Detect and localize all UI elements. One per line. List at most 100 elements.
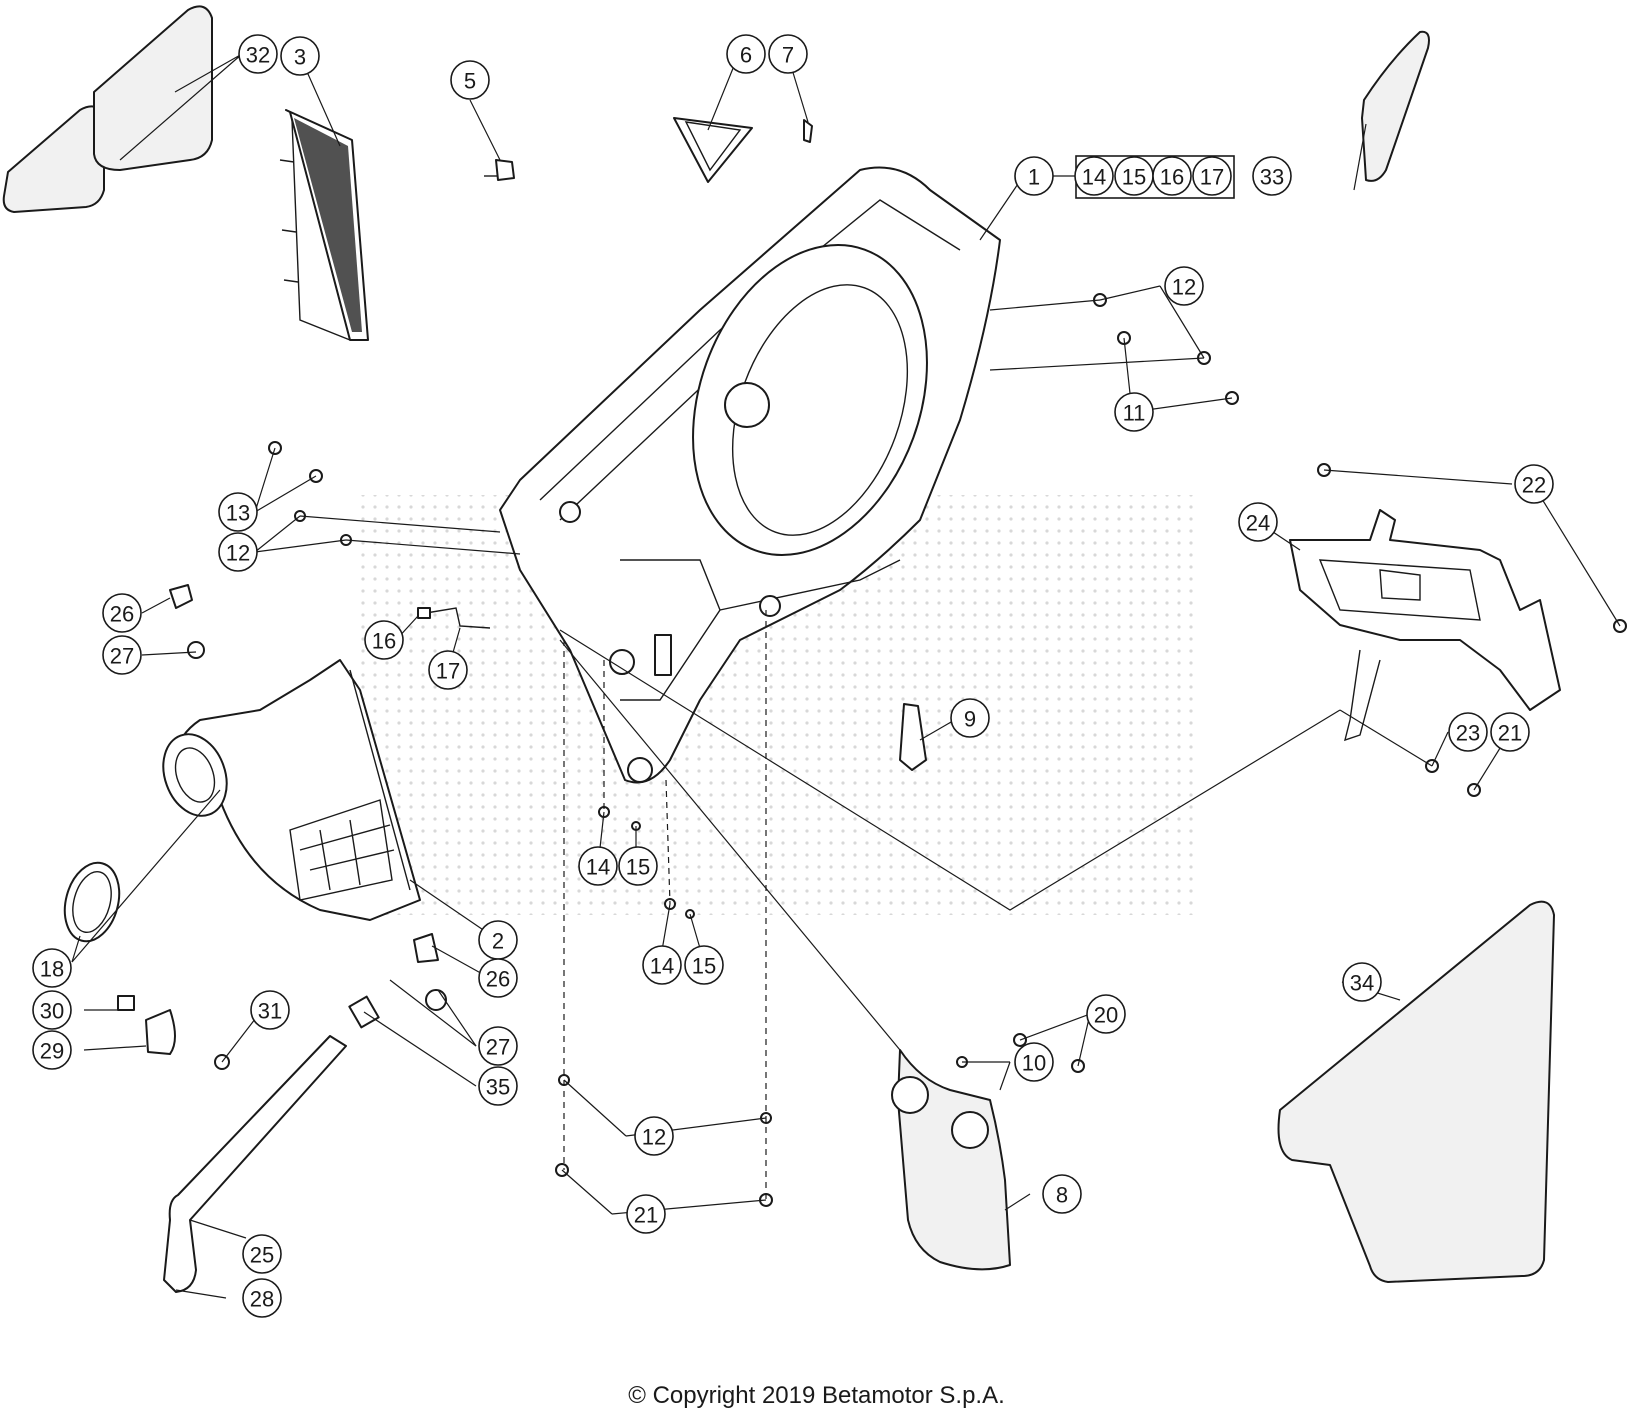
screw-part-7: [803, 119, 813, 143]
callout-label: 30: [40, 999, 64, 1024]
callout-label: 21: [1498, 721, 1522, 746]
callout-circle: [242, 1234, 282, 1274]
callout-label: 18: [40, 957, 64, 982]
callout-label: 5: [464, 69, 476, 94]
callout-1: 1: [1014, 156, 1054, 196]
callout-label: 27: [486, 1035, 510, 1060]
callout-17: 17: [1192, 156, 1232, 196]
callout-label: 26: [110, 602, 134, 627]
callout-9: 9: [950, 698, 990, 738]
callout-label: 14: [1082, 165, 1106, 190]
callout-21: 21: [626, 1194, 666, 1234]
callout-12: 12: [218, 532, 258, 572]
callout-label: 16: [372, 629, 396, 654]
callout-circle: [478, 1026, 518, 1066]
callout-11: 11: [1114, 392, 1154, 432]
callout-3: 3: [280, 36, 320, 76]
callout-label: 24: [1246, 511, 1270, 536]
callout-14: 14: [578, 846, 618, 886]
callout-label: 27: [110, 644, 134, 669]
callout-circle: [1152, 156, 1192, 196]
callout-27: 27: [478, 1026, 518, 1066]
callout-circle: [1086, 994, 1126, 1034]
intake-duct-part-2: [162, 659, 421, 921]
callout-circle: [1238, 502, 1278, 542]
callout-5: 5: [450, 60, 490, 100]
callout-circle: [32, 1030, 72, 1070]
callout-label: 12: [226, 541, 250, 566]
callout-28: 28: [242, 1278, 282, 1318]
callout-circle: [634, 1116, 674, 1156]
callout-label: 15: [1122, 165, 1146, 190]
callout-label: 35: [486, 1075, 510, 1100]
callout-24: 24: [1238, 502, 1278, 542]
callout-label: 10: [1022, 1051, 1046, 1076]
callout-circle: [1114, 392, 1154, 432]
callout-21: 21: [1490, 712, 1530, 752]
callout-2: 2: [478, 920, 518, 960]
callout-label: 21: [634, 1203, 658, 1228]
rear-bracket-part-24: [1289, 509, 1561, 742]
side-panel-part-34: [1277, 900, 1555, 1283]
copyright-notice: © Copyright 2019 Betamotor S.p.A.: [628, 1382, 1005, 1409]
callout-circle: [1074, 156, 1114, 196]
side-decal-part-32: [2, 5, 213, 213]
callout-29: 29: [32, 1030, 72, 1070]
callout-circle: [726, 34, 766, 74]
callout-circle: [626, 1194, 666, 1234]
callout-circle: [950, 698, 990, 738]
callout-circle: [1342, 962, 1382, 1002]
callout-label: 9: [964, 707, 976, 732]
callout-circle: [1448, 712, 1488, 752]
callout-label: 34: [1350, 971, 1374, 996]
airbox-body-part-1: [499, 166, 1001, 784]
callout-20: 20: [1086, 994, 1126, 1034]
callout-circle: [102, 635, 142, 675]
callout-22: 22: [1514, 464, 1554, 504]
callout-label: 14: [650, 954, 674, 979]
callout-12: 12: [1164, 266, 1204, 306]
callout-circle: [238, 34, 278, 74]
callout-label: 17: [1200, 165, 1224, 190]
callout-label: 16: [1160, 165, 1184, 190]
callout-label: 3: [294, 45, 306, 70]
callout-13: 13: [218, 492, 258, 532]
callout-34: 34: [1342, 962, 1382, 1002]
side-panel-part-33: [1361, 30, 1430, 182]
fitting-part-26-upper: [169, 584, 205, 659]
callout-14: 14: [1074, 156, 1114, 196]
callout-15: 15: [618, 846, 658, 886]
callout-label: 15: [692, 954, 716, 979]
callout-32: 32: [238, 34, 278, 74]
tag-part-9: [899, 703, 927, 771]
callout-12: 12: [634, 1116, 674, 1156]
callout-18: 18: [32, 948, 72, 988]
callout-6: 6: [726, 34, 766, 74]
callout-label: 14: [586, 855, 610, 880]
callout-7: 7: [768, 34, 808, 74]
callout-label: 2: [492, 929, 504, 954]
callout-circle: [768, 34, 808, 74]
callout-circle: [428, 650, 468, 690]
callout-label: 22: [1522, 473, 1546, 498]
bracket-part-17: [417, 607, 491, 629]
callout-circle: [32, 990, 72, 1030]
callout-10: 10: [1014, 1042, 1054, 1082]
mud-flap-part-8: [891, 1049, 1011, 1271]
callout-31: 31: [250, 990, 290, 1030]
callout-label: 25: [250, 1243, 274, 1268]
callout-circle: [618, 846, 658, 886]
leader-lines: [71, 53, 1621, 1299]
callout-label: 28: [250, 1287, 274, 1312]
callout-15: 15: [684, 945, 724, 985]
callout-label: 12: [1172, 275, 1196, 300]
callout-23: 23: [1448, 712, 1488, 752]
callout-label: 26: [486, 967, 510, 992]
callout-circle: [1514, 464, 1554, 504]
callout-label: 12: [642, 1125, 666, 1150]
callout-33: 33: [1252, 156, 1292, 196]
strap-part-6: [673, 117, 753, 183]
callout-label: 15: [626, 855, 650, 880]
callout-circle: [478, 958, 518, 998]
